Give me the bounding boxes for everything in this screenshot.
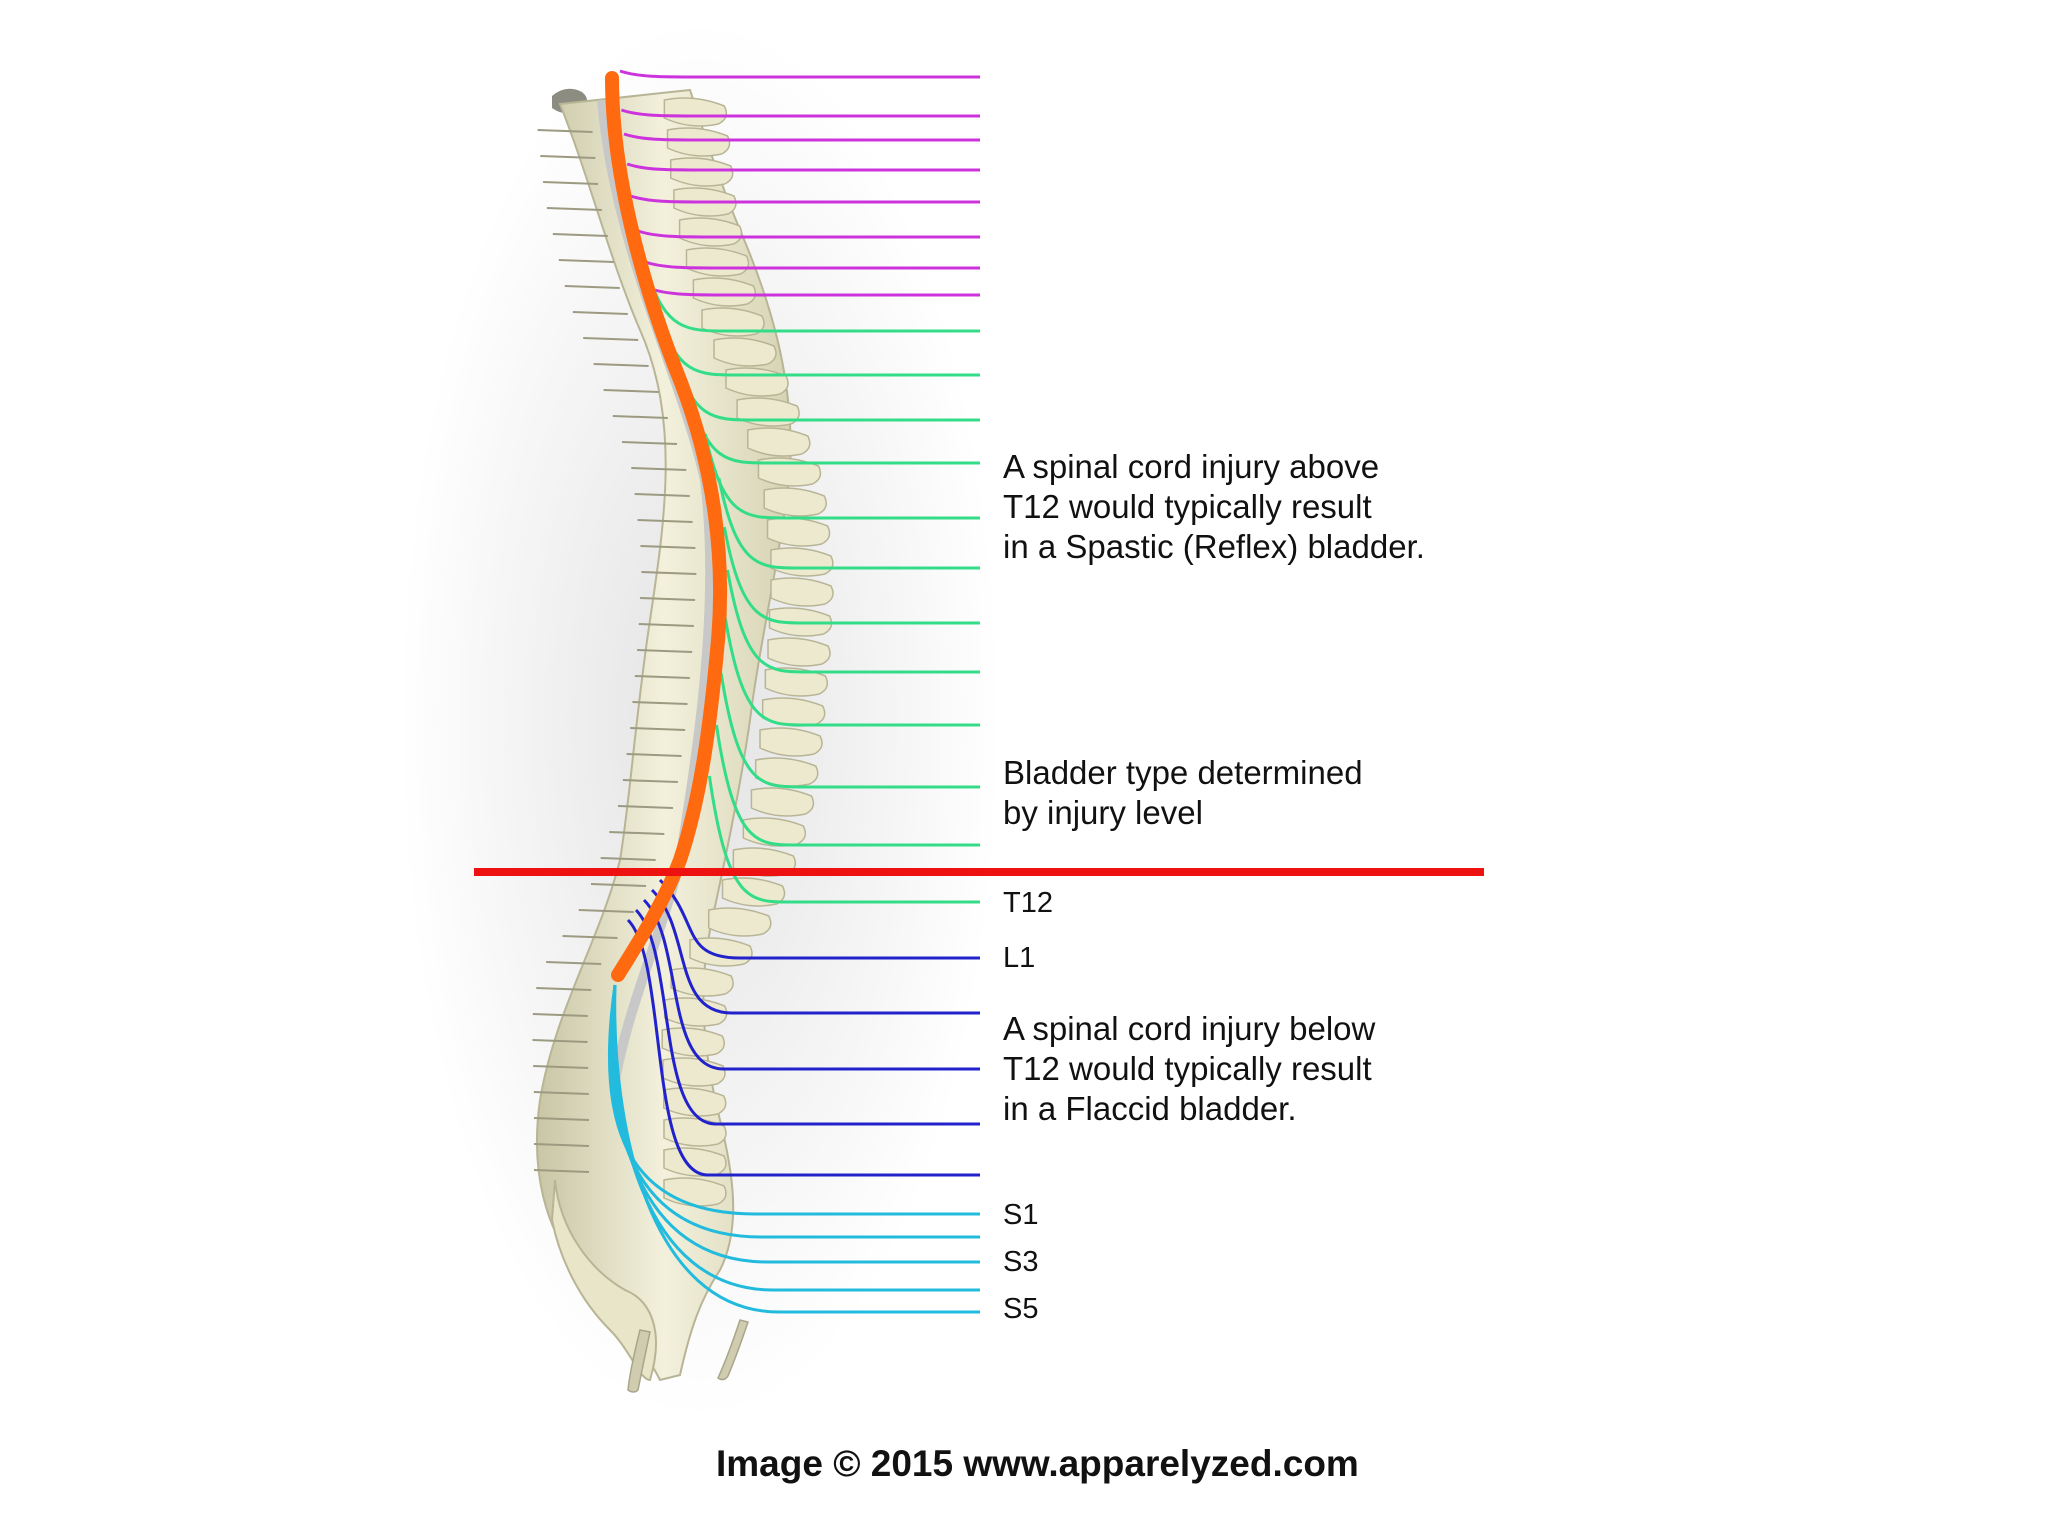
- spinous-process: [661, 1027, 725, 1057]
- nerve-root: [623, 132, 980, 142]
- vertebra-segment: [600, 857, 656, 861]
- vertebra-segment: [578, 909, 634, 913]
- nerve-root: [723, 616, 980, 727]
- vertebra-segment: [640, 597, 696, 601]
- spinous-process: [708, 907, 772, 937]
- nerve-root: [719, 672, 980, 789]
- nerve-root: [619, 69, 980, 79]
- spinous-process: [759, 727, 823, 757]
- vertebra-segment: [617, 805, 674, 809]
- spinous-process: [692, 277, 757, 307]
- level-label-s5: S5: [1003, 1293, 1039, 1325]
- level-label-l1: L1: [1003, 942, 1036, 974]
- vertebra-segment: [637, 649, 693, 653]
- nerve-root: [626, 162, 980, 172]
- spinous-process: [763, 487, 827, 517]
- spinous-process: [663, 1117, 727, 1147]
- spinous-process: [663, 97, 728, 127]
- note-above-t12: A spinal cord injury above T12 would typ…: [1003, 447, 1425, 567]
- spinous-process: [750, 787, 815, 817]
- vertebra-segment: [609, 831, 665, 835]
- note-middle-line2: by injury level: [1003, 794, 1203, 831]
- note-below-line3: in a Flaccid bladder.: [1003, 1090, 1297, 1127]
- nerve-root: [722, 526, 980, 625]
- nerve-root: [644, 260, 980, 270]
- vertebra-segment: [634, 675, 690, 679]
- spinous-process: [770, 577, 834, 607]
- spinous-process: [721, 877, 786, 907]
- vertebra-segment: [626, 753, 682, 757]
- note-above-line2: T12 would typically result: [1003, 488, 1372, 525]
- nerve-root: [650, 287, 980, 297]
- note-bladder-type: Bladder type determined by injury level: [1003, 753, 1363, 833]
- vertebra-segment: [583, 337, 639, 341]
- vertebra-segment: [612, 415, 668, 419]
- vertebra-segment: [630, 727, 686, 731]
- spinous-process: [666, 127, 731, 157]
- vertebra-segment: [631, 467, 687, 471]
- note-middle-line1: Bladder type determined: [1003, 754, 1363, 791]
- level-label-s1: S1: [1003, 1199, 1039, 1231]
- vertebra-segment: [532, 1013, 588, 1017]
- nerve-root: [717, 477, 980, 570]
- vertebra-segment: [533, 1169, 590, 1173]
- vertebra-segment: [634, 493, 690, 497]
- spinous-process: [767, 637, 831, 667]
- vertebra-segment: [540, 155, 596, 159]
- vertebra-segment: [638, 623, 694, 627]
- vertebra-segment: [622, 779, 678, 783]
- spinous-process: [757, 457, 822, 487]
- note-above-line3: in a Spastic (Reflex) bladder.: [1003, 528, 1425, 565]
- vertebra-segment: [546, 207, 602, 211]
- nerve-root: [714, 724, 980, 847]
- vertebra-segments: [532, 129, 697, 1173]
- vertebra-segment: [572, 311, 628, 315]
- vertebra-segment: [543, 181, 599, 185]
- nerve-root: [658, 878, 980, 960]
- image-credit: Image © 2015 www.apparelyzed.com: [716, 1443, 1359, 1484]
- vertebra-segment: [593, 363, 649, 367]
- spinous-process: [713, 337, 777, 367]
- spinous-process: [669, 157, 734, 187]
- vertebra-segment: [536, 987, 592, 991]
- level-label-s3: S3: [1003, 1246, 1039, 1278]
- spinous-process: [663, 1087, 727, 1117]
- vertebra-segment: [640, 545, 696, 549]
- nerve-root: [613, 984, 980, 1314]
- coccyx: [627, 1319, 749, 1393]
- vertebra-segment: [532, 1039, 588, 1043]
- level-label-t12: T12: [1003, 887, 1053, 919]
- nerve-root: [630, 194, 980, 204]
- spinous-process: [701, 307, 765, 337]
- vertebra-segment: [622, 441, 678, 445]
- vertebra-segment: [562, 935, 618, 939]
- vertebra-segment: [533, 1091, 589, 1095]
- note-above-line1: A spinal cord injury above: [1003, 448, 1380, 485]
- vertebra-segment: [552, 233, 608, 237]
- vertebra-segment: [641, 571, 697, 575]
- vertebra-segment: [637, 519, 693, 523]
- vertebra-segment: [546, 961, 602, 965]
- vertebra-segment: [533, 1065, 589, 1069]
- sacrum: [550, 1179, 657, 1382]
- spinous-process: [663, 1147, 727, 1177]
- note-below-line1: A spinal cord injury below: [1003, 1010, 1376, 1047]
- vertebra-segment: [564, 285, 620, 289]
- vertebra-segment: [533, 1117, 590, 1121]
- vertebra-segment: [603, 389, 659, 393]
- nerve-root: [726, 569, 980, 674]
- vertebra-segment: [590, 883, 647, 887]
- nerve-root: [637, 229, 980, 239]
- note-below-line2: T12 would typically result: [1003, 1050, 1372, 1087]
- vertebra-segment: [533, 1143, 590, 1147]
- vertebra-segment: [537, 129, 593, 133]
- vertebra-segment: [632, 701, 688, 705]
- nerve-root: [620, 108, 980, 118]
- spinous-process: [764, 667, 829, 697]
- nerve-root: [707, 775, 980, 904]
- spinous-process: [747, 427, 811, 457]
- note-below-t12: A spinal cord injury below T12 would typ…: [1003, 1009, 1375, 1129]
- vertebra-segment: [558, 259, 614, 263]
